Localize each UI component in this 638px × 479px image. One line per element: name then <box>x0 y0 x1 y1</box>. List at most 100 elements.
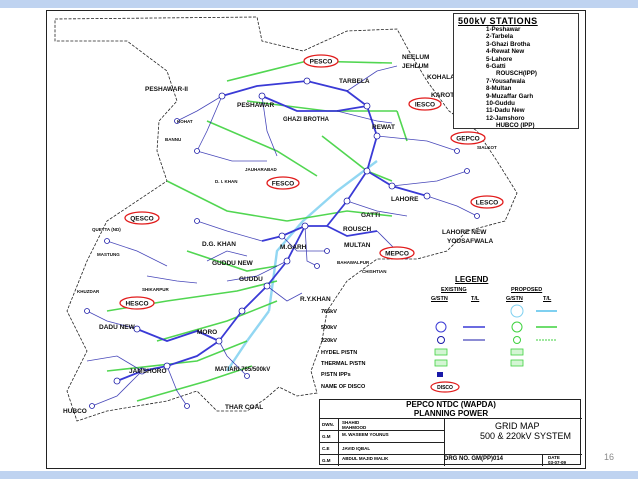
label-bannu: BANNU <box>165 137 181 142</box>
stations-item: ROUSCH(IPP) <box>496 70 537 78</box>
legend-row-hydel: HYDEL P/STN <box>321 350 358 356</box>
label-chishtian: CHISHTIAN <box>362 269 387 274</box>
stations-item: 2-Tarbela <box>486 33 514 41</box>
country-outline <box>54 16 518 422</box>
label-kohat: KOHAT <box>177 119 193 124</box>
title-dept: PLANNING POWER <box>413 409 489 418</box>
drawing-number: DRG NO. GM(PP)014 <box>444 456 504 462</box>
legend-row-disco: NAME OF DISCO <box>321 384 366 390</box>
disco-fesco: FESCO <box>272 181 294 188</box>
disco-labels: PESCO IESCO GEPCO FESCO LESCO QESCO MEPC… <box>125 59 498 308</box>
title-role: G.M <box>322 458 331 463</box>
slide-bottom-band <box>0 471 638 479</box>
label-tarbela: TARBELA <box>339 78 370 85</box>
stations-item: 3-Ghazi Brotha <box>486 40 531 48</box>
stations-item: 8-Multan <box>486 85 512 93</box>
stations-item: 5-Lahore <box>486 55 513 63</box>
title-name: ABDUL MAJID MALIK <box>342 456 389 461</box>
label-matiari: MATIARI 765/500kV <box>215 367 270 373</box>
title-name: SHAHID MAHMOOD <box>342 420 367 430</box>
stations-item: 4-Rewat New <box>486 48 525 56</box>
title-org: PEPCO NTDC (WAPDA) <box>406 400 496 409</box>
label-hubco: HUBCO <box>63 408 87 415</box>
label-moro: MORO <box>197 329 217 336</box>
legend-tl-proposed: T/L <box>543 296 552 302</box>
legend-symbols: DISCO <box>430 304 557 393</box>
label-karot: KAROT <box>431 92 454 99</box>
stations-item: HUBCO (IPP) <box>496 122 535 130</box>
title-role: DWN. <box>322 422 334 427</box>
grid-map-frame: PESCO IESCO GEPCO FESCO LESCO QESCO MEPC… <box>46 10 586 469</box>
legend-title: LEGEND <box>455 275 489 284</box>
label-di-khan: D. I. KHAN <box>215 179 238 184</box>
slide-left-margin <box>0 8 46 471</box>
grid-map-canvas: PESCO IESCO GEPCO FESCO LESCO QESCO MEPC… <box>54 16 518 422</box>
label-shikarpur: SHIKARPUR <box>142 287 170 292</box>
disco-lesco: LESCO <box>476 200 498 207</box>
slide-top-band <box>0 0 638 8</box>
label-kohala: KOHALA <box>427 74 455 81</box>
legend-disco-example: DISCO <box>437 385 453 391</box>
title-name: M. WASEEM YOUNUS <box>342 432 389 437</box>
legend-existing: EXISTING <box>441 287 467 293</box>
stations-item: 10-Guddu <box>486 100 515 108</box>
legend-gstn-existing: G/STN <box>431 296 448 302</box>
stations-item: 11-Dadu New <box>486 107 525 115</box>
label-khuzdar: KHUZDAR <box>77 289 100 294</box>
disco-hesco: HESCO <box>125 301 148 308</box>
label-gatti: GATTI <box>361 212 380 219</box>
disco-iesco: IESCO <box>415 102 435 109</box>
legend: LEGEND EXISTING PROPOSED G/STN T/L G/STN… <box>321 275 561 395</box>
label-jehlum: JEHLUM <box>402 63 429 70</box>
legend-gstn-proposed: G/STN <box>506 296 523 302</box>
legend-tl-existing: T/L <box>471 296 480 302</box>
label-sialkot: SIALKOT <box>477 145 497 150</box>
label-bahawalpur: BAHAWALPUR <box>337 260 370 265</box>
label-ghazi-brotha: GHAZI BROTHA <box>283 117 330 123</box>
label-guddu: GUDDU <box>239 276 263 283</box>
label-quetta: QUETTA (ND) <box>92 227 121 232</box>
label-lahore-new: LAHORE NEW <box>442 229 487 236</box>
title-block: PEPCO NTDC (WAPDA) PLANNING POWER DWN. G… <box>319 399 582 466</box>
label-ry-khan: R.Y.KHAN <box>300 296 331 303</box>
label-rewat: REWAT <box>372 124 395 131</box>
legend-row-765: 765kV <box>321 309 337 315</box>
legend-row-thermal: THERMAL P/STN <box>321 361 366 367</box>
title-name: JAVID IQBAL <box>342 446 371 451</box>
label-yousafwala: YOUSAFWALA <box>447 238 494 245</box>
label-dg-khan: D.G. KHAN <box>202 241 236 248</box>
label-peshawar-ii: PESHAWAR-II <box>145 86 188 93</box>
disco-qesco: QESCO <box>130 216 153 223</box>
label-multan: MULTAN <box>344 242 371 249</box>
label-thar-coal: THAR COAL <box>225 404 263 411</box>
label-lahore: LAHORE <box>391 196 419 203</box>
slide-number: 16 <box>604 452 615 462</box>
stations-item: 9-Muzaffar Garh <box>486 92 534 100</box>
label-neelum: NEELUM <box>402 54 429 61</box>
label-mgarh: M.GARH <box>280 244 307 251</box>
label-guddu-new: GUDDU NEW <box>212 260 254 267</box>
place-labels: PESHAWAR-II PESHAWAR TARBELA NEELUM JEHL… <box>63 54 497 415</box>
grid-map-subtitle: 500 & 220kV SYSTEM <box>480 431 572 441</box>
label-dadu-new: DADU NEW <box>99 324 136 331</box>
stations-item: 6-Gatti <box>486 63 506 71</box>
disco-pesco: PESCO <box>310 59 333 66</box>
date-label: DATE <box>548 455 560 460</box>
title-role: G.M <box>322 434 331 439</box>
legend-proposed: PROPOSED <box>511 287 543 293</box>
stations-item: 1-Peshawar <box>486 26 521 33</box>
label-rousch: ROUSCH <box>343 226 371 233</box>
disco-rings <box>119 54 504 310</box>
lines-220kv <box>86 65 478 407</box>
stations-item: 12-Jamshoro <box>486 114 525 122</box>
disco-mepco: MEPCO <box>385 251 409 258</box>
title-role: C.E <box>322 446 330 451</box>
legend-row-220: 220kV <box>321 338 337 344</box>
legend-row-500: 500kV <box>321 325 337 331</box>
label-peshawar: PESHAWAR <box>237 102 275 109</box>
legend-row-ipp: P/STN IPPs <box>321 372 351 378</box>
label-mastung: MASTUNG <box>97 252 120 257</box>
stations-title: 500kV STATIONS <box>458 16 538 26</box>
label-jauharabad: JAUHARABAD <box>245 167 278 172</box>
stations-box: 500kV STATIONS 1-Peshawar 2-Tarbela 3-Gh… <box>453 13 579 129</box>
